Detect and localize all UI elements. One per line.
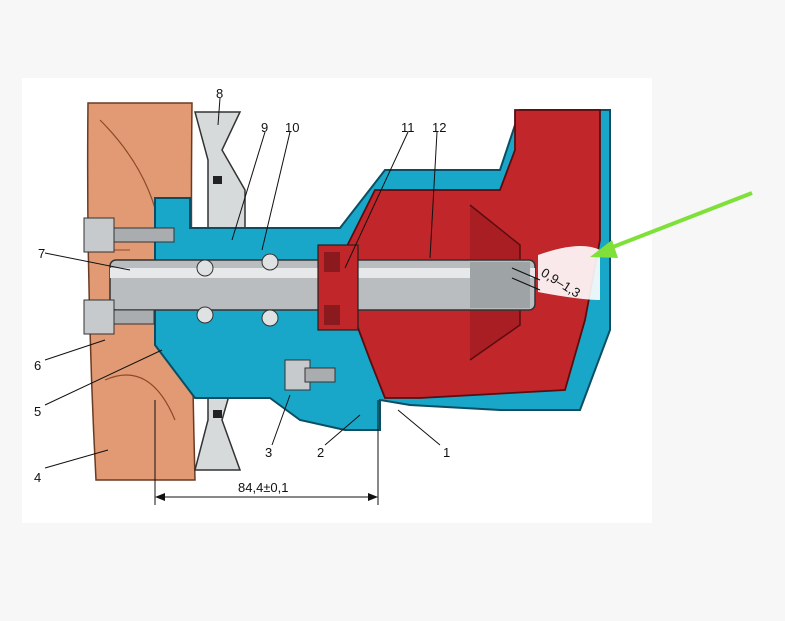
impeller-chamber xyxy=(344,109,601,399)
callout-labels: 1 2 3 4 5 6 7 8 9 10 11 12 xyxy=(34,86,450,485)
callout-3: 3 xyxy=(265,445,272,460)
callout-2: 2 xyxy=(317,445,324,460)
fan-bolts xyxy=(83,217,175,335)
callout-5: 5 xyxy=(34,404,41,419)
callout-8: 8 xyxy=(216,86,223,101)
dimension-label: 84,4±0,1 xyxy=(238,480,289,495)
bearing-balls xyxy=(196,253,279,327)
dimension-line: 84,4±0,1 xyxy=(154,400,379,505)
callout-6: 6 xyxy=(34,358,41,373)
callout-10: 10 xyxy=(285,120,299,135)
callout-12: 12 xyxy=(432,120,446,135)
green-pointer-arrow xyxy=(590,191,753,258)
shaft-seal xyxy=(317,244,359,331)
callout-9: 9 xyxy=(261,120,268,135)
housing-bolt xyxy=(284,359,336,391)
callout-11: 11 xyxy=(401,120,415,135)
callout-4: 4 xyxy=(34,470,41,485)
callout-1: 1 xyxy=(443,445,450,460)
leader-lines xyxy=(44,97,441,469)
callout-7: 7 xyxy=(38,246,45,261)
